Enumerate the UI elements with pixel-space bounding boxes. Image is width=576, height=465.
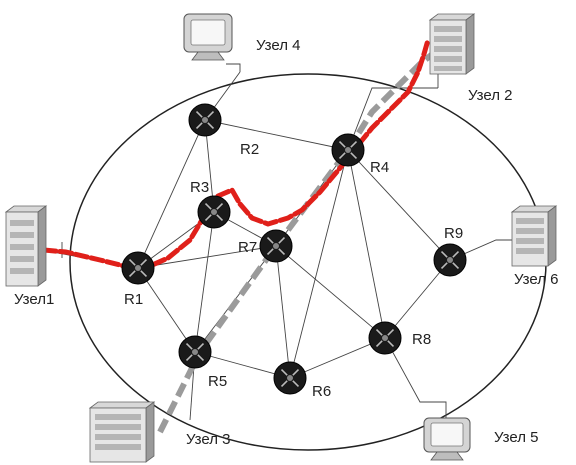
link-r8-node5 [384, 337, 447, 418]
server-icon [4, 205, 48, 287]
link-r2-r1 [137, 119, 206, 269]
server-icon [88, 401, 156, 463]
link-r4-node2 [347, 87, 438, 151]
router-icon [197, 195, 231, 229]
server-icon [428, 13, 476, 75]
link-r2-r4 [204, 119, 349, 151]
label-r5: R5 [208, 373, 227, 390]
server-icon [510, 205, 558, 267]
link-node4-stub [226, 63, 241, 72]
link-r9-node6 [449, 239, 512, 261]
label-node4: Узел 4 [256, 37, 301, 54]
label-node5: Узел 5 [494, 429, 539, 446]
router-icon [188, 103, 222, 137]
label-r4: R4 [370, 159, 389, 176]
label-r8: R8 [412, 331, 431, 348]
monitor-icon [423, 417, 471, 461]
link-r4-r9 [347, 149, 451, 261]
router-icon [178, 335, 212, 369]
link-r3-r5 [194, 211, 215, 353]
link-r4-r6 [289, 149, 349, 379]
router-icon [273, 361, 307, 395]
route-red [41, 37, 431, 271]
label-r7: R7 [238, 239, 257, 256]
label-r1: R1 [124, 291, 143, 308]
link-r1-r7 [137, 245, 277, 269]
router-icon [121, 251, 155, 285]
link-r8-r9 [384, 259, 451, 339]
link-r1-r5 [137, 267, 196, 353]
router-icon [433, 243, 467, 277]
monitor-icon [183, 13, 233, 61]
label-r6: R6 [312, 383, 331, 400]
route-gray [157, 45, 442, 434]
label-r3: R3 [190, 179, 209, 196]
link-r6-r8 [289, 337, 386, 379]
label-node6: Узел 6 [514, 271, 559, 288]
label-node1: Узел1 [14, 291, 54, 308]
routers [121, 103, 467, 395]
label-node2: Узел 2 [468, 87, 513, 104]
router-icon [368, 321, 402, 355]
link-r7-r8 [275, 245, 386, 339]
router-icon [331, 133, 365, 167]
link-r7-r6 [275, 245, 291, 379]
link-r4-r8 [347, 149, 386, 339]
label-r2: R2 [240, 141, 259, 158]
router-icon [259, 229, 293, 263]
label-r9: R9 [444, 225, 463, 242]
label-node3: Узел 3 [186, 431, 231, 448]
